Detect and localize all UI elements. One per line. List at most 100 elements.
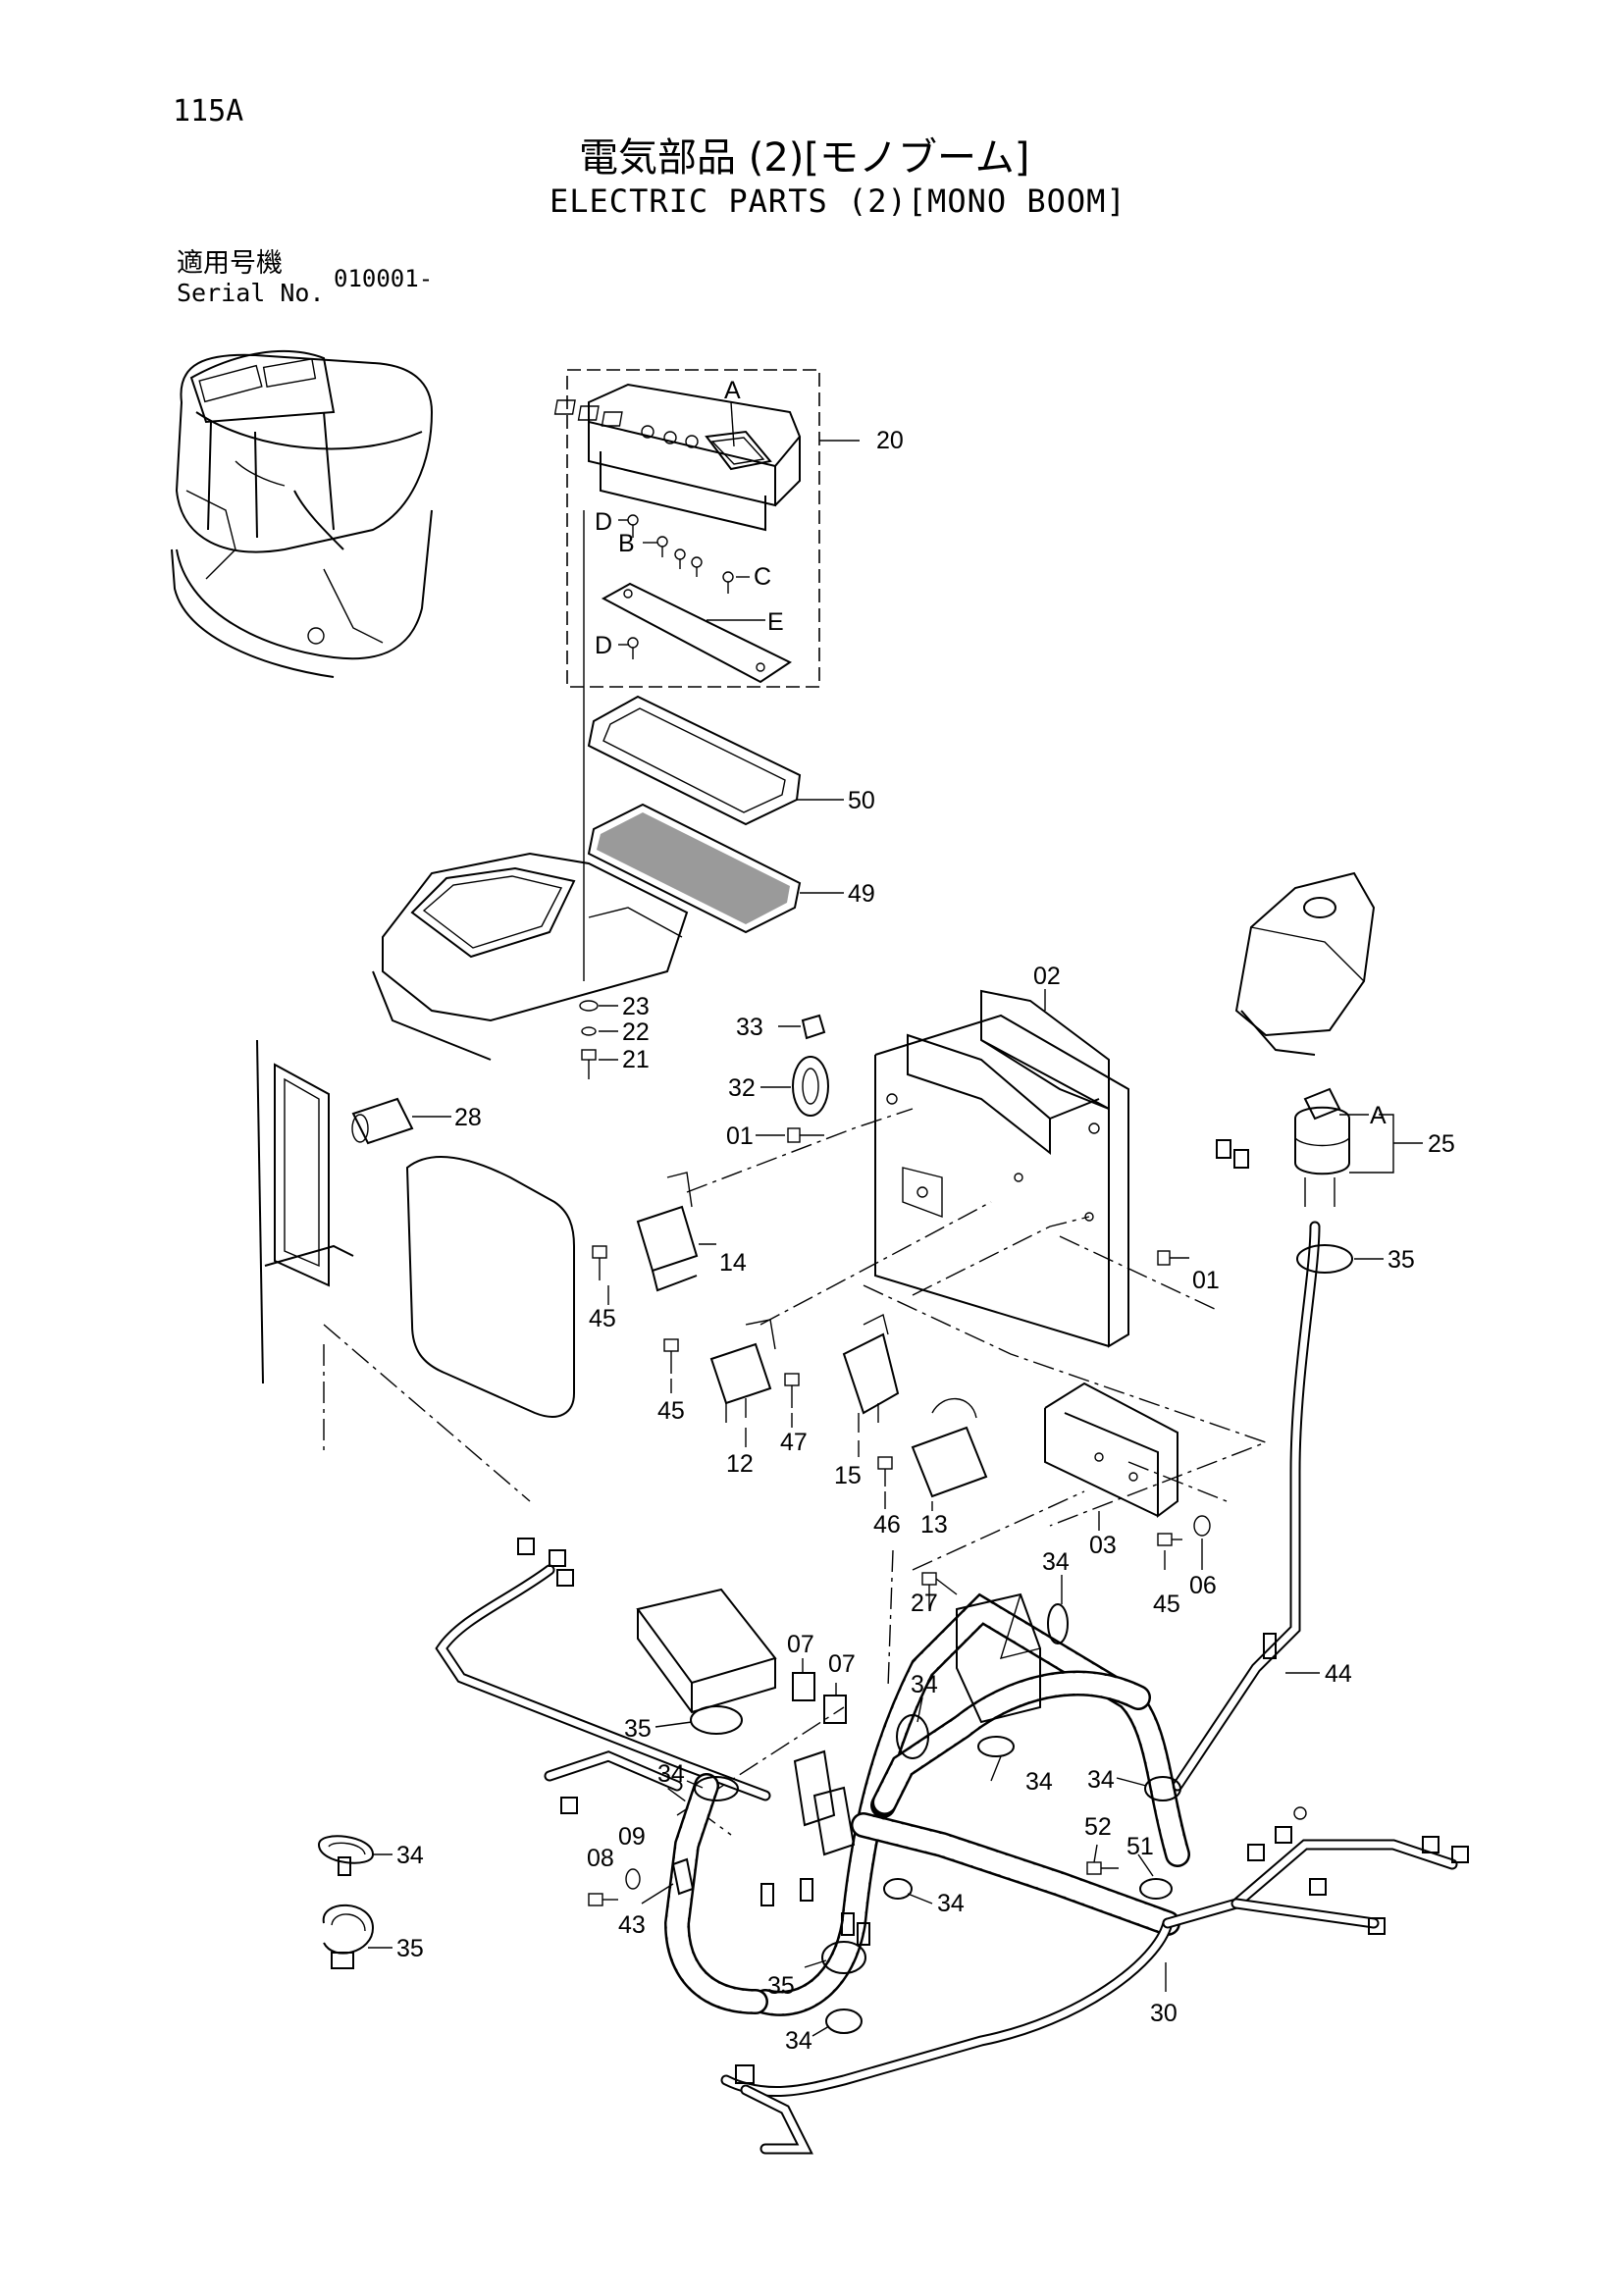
- callout-51: 51: [1126, 1833, 1154, 1860]
- callout-22: 22: [622, 1018, 650, 1046]
- callout-35-lower: 35: [767, 1972, 795, 2000]
- page-title-japanese: 電気部品 (2)[モノブーム]: [579, 135, 1030, 181]
- callout-20: 20: [876, 427, 904, 454]
- callout-32: 32: [728, 1074, 756, 1102]
- callout-35-keyswitch: 35: [1387, 1246, 1415, 1274]
- callout-52: 52: [1084, 1813, 1112, 1841]
- timer-13: [911, 1397, 988, 1498]
- callout-45-a: 45: [589, 1305, 616, 1332]
- callout-09: 09: [618, 1823, 646, 1851]
- callout-A-keyswitch: A: [1370, 1102, 1387, 1129]
- callout-34-bottom: 34: [785, 2027, 812, 2055]
- callout-34-lower: 34: [937, 1890, 965, 1917]
- callout-14: 14: [719, 1249, 747, 1277]
- bolt-01-right: [1157, 1250, 1189, 1266]
- grommet-43: [671, 1857, 695, 1896]
- grommet-28: [351, 1097, 451, 1145]
- callout-49: 49: [848, 880, 875, 908]
- callout-A-monitor: A: [724, 377, 741, 404]
- callout-34-right: 34: [1087, 1766, 1115, 1794]
- cable-tie-34-standalone: [317, 1835, 393, 1876]
- callout-06: 06: [1189, 1572, 1217, 1599]
- callout-13: 13: [920, 1511, 948, 1539]
- page-title-english: ELECTRIC PARTS (2)[MONO BOOM]: [550, 183, 1126, 220]
- callout-35-standalone: 35: [396, 1935, 424, 1962]
- callout-D-lower: D: [595, 632, 612, 659]
- controller-27: [956, 1592, 1041, 1724]
- gasket-49: [587, 803, 844, 934]
- callout-D-upper: D: [595, 508, 612, 536]
- bolt-08: [588, 1893, 618, 1906]
- harness-clamps: [690, 1244, 1353, 2034]
- relay-15: [842, 1313, 900, 1433]
- callout-23: 23: [622, 993, 650, 1020]
- callout-30: 30: [1150, 2000, 1178, 2027]
- serial-label-japanese: 適用号機: [177, 248, 283, 279]
- monitor-assembly-group: [553, 369, 860, 688]
- serial-number-range: 010001-: [334, 265, 434, 292]
- callout-45-b: 45: [657, 1397, 685, 1425]
- machine-overview-illustration: [171, 349, 434, 678]
- callout-28: 28: [454, 1104, 482, 1131]
- cab-wall-outline: [256, 1039, 575, 1502]
- callout-33: 33: [736, 1014, 763, 1041]
- callout-01-right: 01: [1192, 1267, 1220, 1294]
- main-wire-harness-30: [435, 1221, 1458, 2155]
- serial-label-english: Serial No.: [177, 279, 325, 307]
- callout-B: B: [618, 530, 635, 557]
- fuel-tank-outline: [1234, 871, 1376, 1056]
- operator-console-outline: [372, 852, 689, 1061]
- bolt-47: [784, 1373, 800, 1408]
- bolt-52: [1086, 1861, 1119, 1875]
- callout-46: 46: [873, 1511, 901, 1539]
- callout-leaders: [607, 1258, 1384, 2037]
- lock-washer-22: [581, 1026, 618, 1036]
- washer-09: [625, 1868, 641, 1890]
- callout-34-standalone: 34: [396, 1842, 424, 1869]
- callout-45-c: 45: [1153, 1591, 1180, 1618]
- connectors-right: [735, 1139, 1469, 2084]
- callout-E: E: [767, 608, 784, 636]
- cap-33: [778, 1014, 826, 1040]
- callout-21: 21: [622, 1046, 650, 1073]
- gasket-50: [587, 695, 844, 826]
- callout-34-top: 34: [1042, 1548, 1070, 1576]
- callout-15: 15: [834, 1462, 862, 1489]
- callout-labels: 20 A D B C E D 50 49 23 22 21 02 33 32 0…: [396, 377, 1455, 2055]
- fuse-box: [636, 1588, 777, 1714]
- callout-03: 03: [1089, 1532, 1117, 1559]
- callout-12: 12: [726, 1450, 754, 1478]
- callout-25: 25: [1428, 1130, 1455, 1158]
- grommet-32: [760, 1056, 829, 1117]
- callout-47: 47: [780, 1429, 808, 1456]
- page-number: 115A: [173, 94, 244, 129]
- callout-43: 43: [618, 1911, 646, 1939]
- relay-07-b: [823, 1695, 847, 1724]
- washer-23: [579, 1000, 618, 1012]
- relay-14: [636, 1172, 716, 1292]
- callout-01-left: 01: [726, 1122, 754, 1150]
- bolt-45-c: [1157, 1533, 1182, 1546]
- connector-block: [793, 1749, 856, 1856]
- callout-34-left: 34: [657, 1760, 685, 1788]
- bolt-21: [581, 1049, 618, 1079]
- callout-35-fusebox: 35: [624, 1715, 652, 1743]
- bolt-01-upper: [756, 1127, 824, 1143]
- clip-44: [1263, 1633, 1320, 1674]
- connectors-left: [517, 1538, 578, 1814]
- bolt-45-a: [592, 1245, 607, 1280]
- callout-08: 08: [587, 1845, 614, 1872]
- bolt-46: [877, 1456, 893, 1487]
- bolt-45-b: [663, 1338, 679, 1374]
- washer-06: [1193, 1515, 1211, 1537]
- callout-50: 50: [848, 787, 875, 814]
- callout-C: C: [754, 563, 771, 591]
- callout-07-b: 07: [828, 1650, 856, 1678]
- callout-34-middle: 34: [911, 1671, 938, 1698]
- relay-07-a: [792, 1672, 815, 1701]
- callout-02: 02: [1033, 963, 1061, 990]
- callout-34-center: 34: [1025, 1768, 1053, 1796]
- assembly-guide-lines: [637, 1108, 1269, 1836]
- clamp-35-standalone: [322, 1904, 393, 1969]
